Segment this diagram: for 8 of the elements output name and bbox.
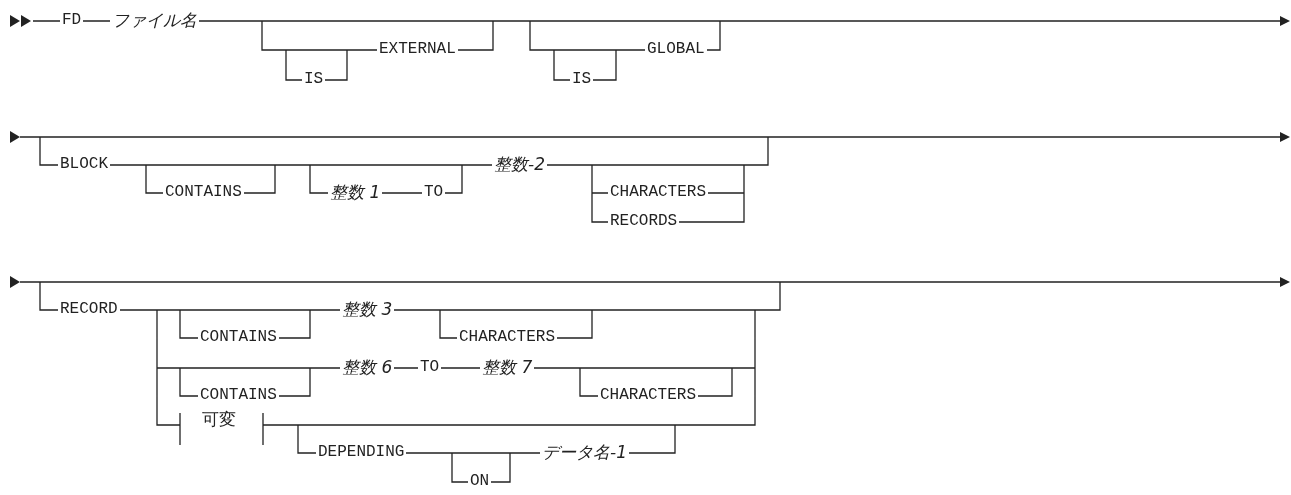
- variable-name: ファイル名: [110, 10, 199, 30]
- variable-name: データ名-1: [540, 442, 629, 462]
- variable-name: 整数 6: [340, 357, 395, 377]
- variable-name: 整数-2: [492, 154, 547, 174]
- variable-name: 整数 3: [340, 299, 395, 319]
- variable-name: 整数 1: [328, 182, 383, 202]
- variable-name: 整数 7: [480, 357, 535, 377]
- fragment-name: 可変: [200, 409, 238, 429]
